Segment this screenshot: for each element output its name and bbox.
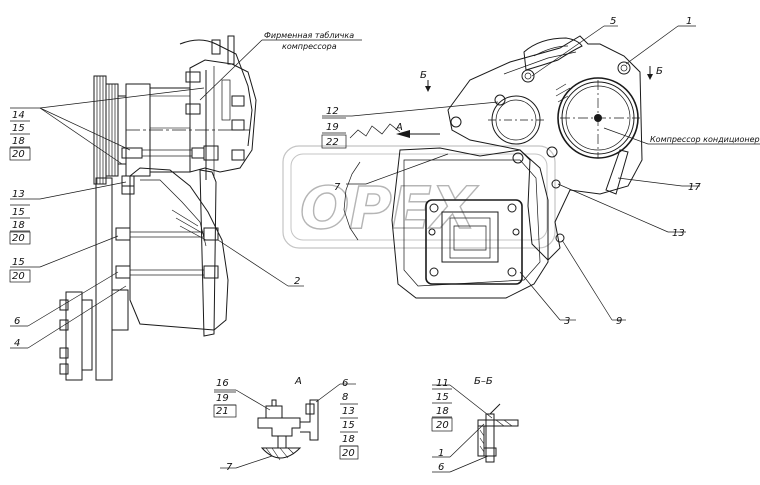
callout-a-21: 21 bbox=[216, 406, 229, 417]
callout-20b: 20 bbox=[12, 233, 25, 244]
section-mark-b-left: Б bbox=[420, 70, 427, 81]
belt-guard bbox=[605, 149, 629, 195]
callout-9: 9 bbox=[616, 316, 622, 327]
tie-rods bbox=[115, 175, 219, 279]
callout-b-18: 18 bbox=[436, 406, 449, 417]
callout-6: 6 bbox=[14, 316, 20, 327]
detail-bb bbox=[477, 403, 519, 463]
callout-20c: 20 bbox=[12, 271, 25, 282]
callout-12: 12 bbox=[326, 106, 339, 117]
compressor-pulley bbox=[557, 77, 640, 159]
callout-19: 19 bbox=[326, 122, 339, 133]
left-view bbox=[59, 35, 257, 381]
callout-b-11: 11 bbox=[436, 378, 449, 389]
callout-a-6: 6 bbox=[342, 378, 348, 389]
callout-4: 4 bbox=[14, 338, 20, 349]
flange-bolts bbox=[121, 145, 219, 161]
section-mark-b-right: Б bbox=[656, 66, 663, 77]
callout-15c: 15 bbox=[12, 257, 25, 268]
labels: Фирменная табличка компрессора Компрессо… bbox=[9, 16, 760, 473]
view-mark-a: А bbox=[395, 122, 403, 133]
callout-7: 7 bbox=[334, 182, 341, 193]
bracket-plate bbox=[95, 167, 229, 381]
lower-mount bbox=[59, 289, 129, 381]
callout-13-right: 13 bbox=[672, 228, 685, 239]
view-title-bb: Б–Б bbox=[474, 376, 493, 387]
callout-a-13: 13 bbox=[342, 406, 355, 417]
mount-ear-2 bbox=[521, 69, 535, 83]
callout-18: 18 bbox=[12, 136, 25, 147]
callout-15: 15 bbox=[12, 123, 25, 134]
view-a-arrow bbox=[396, 130, 410, 138]
callout-15b: 15 bbox=[12, 207, 25, 218]
view-title-a: А bbox=[294, 376, 302, 387]
callout-a-20: 20 bbox=[342, 448, 355, 459]
callout-17: 17 bbox=[688, 182, 701, 193]
callout-b-1: 1 bbox=[438, 448, 444, 459]
compressor-side bbox=[125, 35, 257, 180]
flange-plate bbox=[425, 199, 523, 285]
callout-a-18: 18 bbox=[342, 434, 355, 445]
callout-a-19: 19 bbox=[216, 393, 229, 404]
callout-18b: 18 bbox=[12, 220, 25, 231]
caption-compressor: Компрессор кондиционера bbox=[650, 135, 760, 144]
callout-14: 14 bbox=[12, 110, 25, 121]
callout-a-8: 8 bbox=[342, 392, 348, 403]
callout-b-15: 15 bbox=[436, 392, 449, 403]
gear-teeth bbox=[349, 123, 401, 139]
leader-lines bbox=[10, 25, 760, 473]
callout-20: 20 bbox=[12, 149, 25, 160]
detail-a bbox=[257, 399, 319, 461]
callout-a-15: 15 bbox=[342, 420, 355, 431]
callout-a-7: 7 bbox=[226, 462, 233, 473]
callout-5: 5 bbox=[610, 16, 616, 27]
pulley bbox=[93, 75, 127, 185]
bracket-front bbox=[447, 35, 643, 261]
right-view bbox=[343, 35, 653, 299]
tension-arm bbox=[523, 37, 583, 71]
idler-pulley bbox=[488, 95, 546, 145]
mount-ear-1 bbox=[617, 61, 631, 75]
engine-cover bbox=[391, 147, 549, 299]
caption-nameplate-line2: компрессора bbox=[282, 42, 337, 51]
detail-a-cup bbox=[260, 447, 302, 459]
casing-outline bbox=[179, 39, 253, 147]
watermark-text: OPEX bbox=[300, 174, 479, 242]
callout-1: 1 bbox=[686, 16, 692, 27]
callout-3: 3 bbox=[564, 316, 570, 327]
hatched-section bbox=[555, 83, 571, 103]
caption-nameplate-line1: Фирменная табличка bbox=[264, 31, 354, 40]
callout-a-16: 16 bbox=[216, 378, 229, 389]
callout-22: 22 bbox=[326, 137, 339, 148]
callout-2: 2 bbox=[294, 276, 300, 287]
callout-b-6: 6 bbox=[438, 462, 444, 473]
callout-13: 13 bbox=[12, 189, 25, 200]
callout-b-20: 20 bbox=[436, 420, 449, 431]
